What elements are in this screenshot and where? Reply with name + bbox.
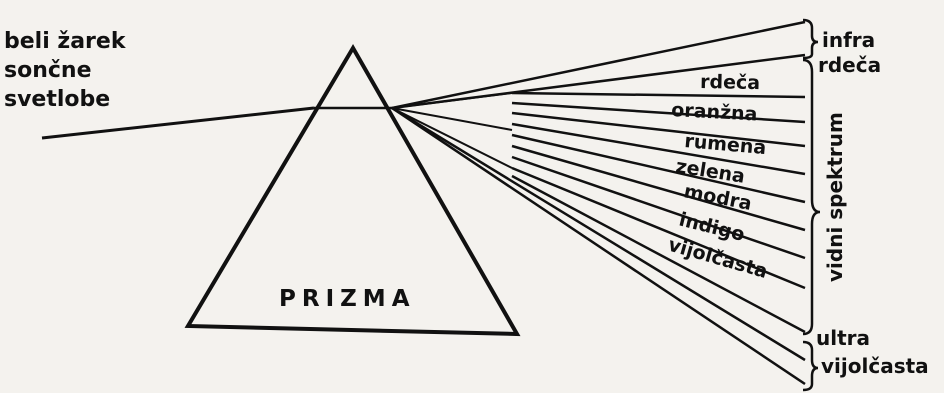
ray-converge-bottom [392, 108, 512, 168]
color-label-orange: oranžna [671, 99, 758, 125]
spectrum-line-1 [512, 93, 805, 97]
infrared-label-line1: infra [822, 28, 875, 52]
spectrum-line-9 [512, 176, 805, 332]
source-label-line2: sončne [4, 58, 92, 83]
brace-infrared [803, 20, 818, 58]
ultraviolet-label-line1: ultra [816, 326, 870, 350]
brace-visible [803, 60, 820, 334]
color-label-red: rdeča [700, 71, 760, 94]
incoming-light-ray [42, 108, 314, 138]
source-label-line1: beli žarek [4, 29, 127, 54]
infrared-label-line2: rdeča [818, 53, 881, 77]
prism-label: PRIZMA [279, 286, 416, 312]
source-label-line3: svetlobe [4, 87, 110, 112]
visible-spectrum-label: vidni spektrum [823, 112, 847, 282]
ultraviolet-label-line2: vijolčasta [821, 354, 929, 378]
